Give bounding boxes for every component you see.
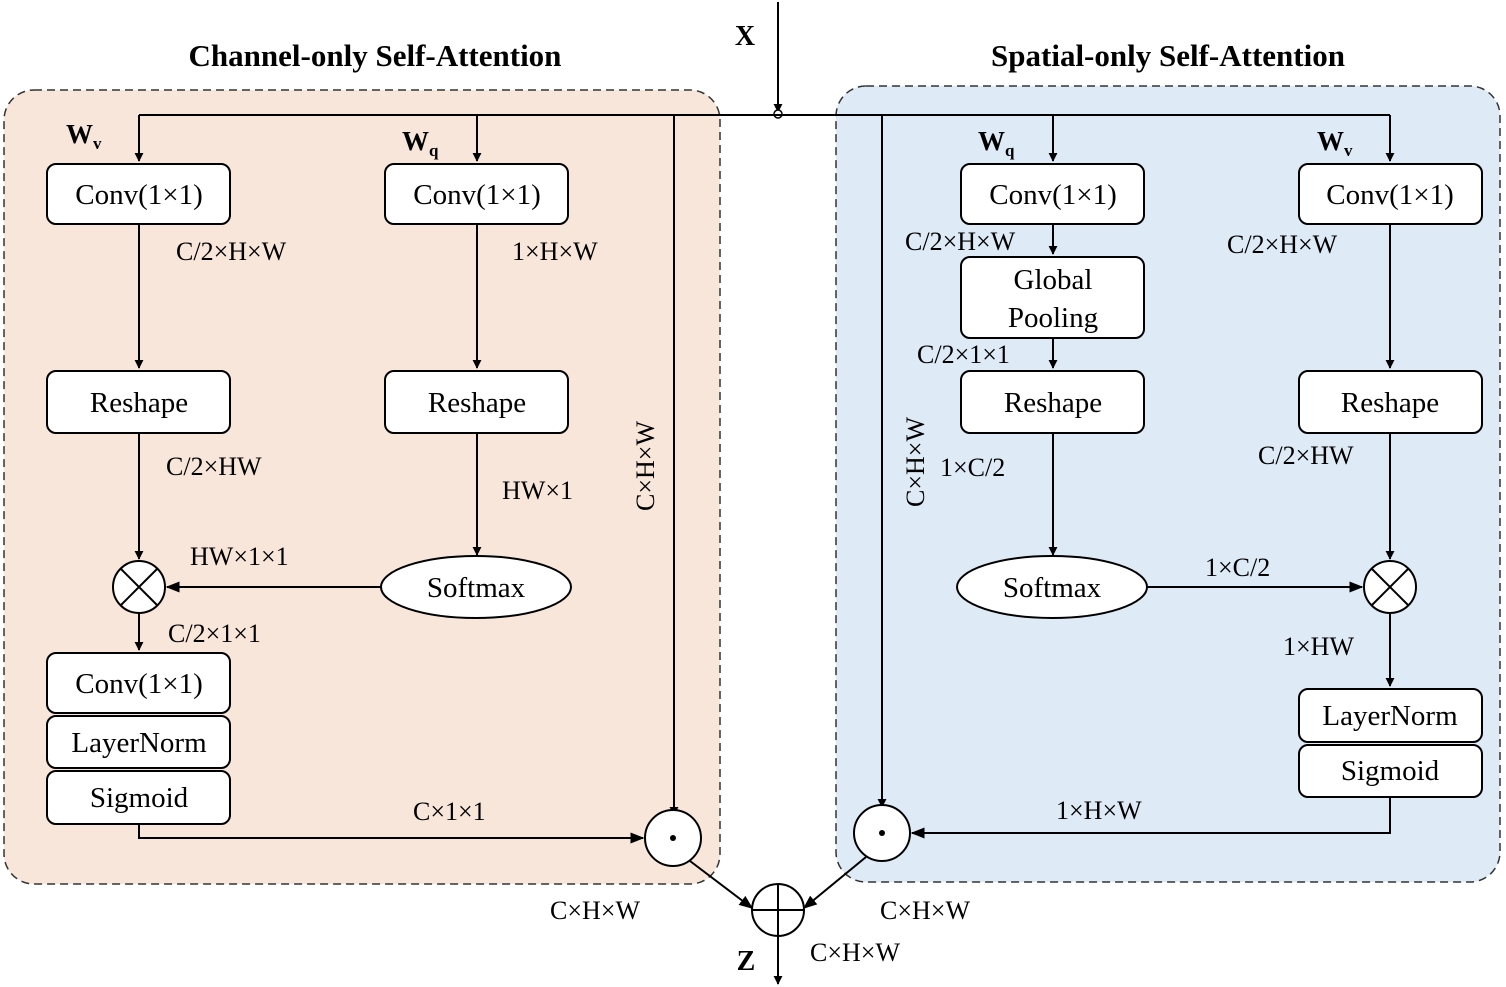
spatial-title: Spatial-only Self-Attention — [991, 38, 1345, 73]
svg-text:Conv(1×1): Conv(1×1) — [1326, 179, 1454, 211]
channel-dim-skip: C×H×W — [631, 421, 660, 511]
output-dim: C×H×W — [810, 938, 900, 967]
channel-wq-label: Wq — [402, 126, 439, 160]
output-label: Z — [737, 946, 756, 977]
channel-dim-v-reshape: C/2×HW — [166, 452, 262, 481]
spatial-dim-softmax-out: 1×C/2 — [1205, 553, 1270, 582]
channel-conv-q: Conv(1×1) — [384, 163, 569, 225]
spatial-dim-v-conv: C/2×H×W — [1227, 230, 1338, 259]
svg-text:Conv(1×1): Conv(1×1) — [75, 668, 203, 700]
spatial-dim-mult-out: 1×HW — [1283, 632, 1354, 661]
channel-dim-branch-out: C×H×W — [550, 896, 640, 925]
spatial-sigmoid-to-dot — [910, 797, 1391, 839]
svg-text:Softmax: Softmax — [1003, 572, 1102, 604]
spatial-multiply-node — [1363, 560, 1417, 614]
channel-softmax: Softmax — [380, 555, 572, 619]
spatial-layernorm: LayerNorm — [1298, 688, 1483, 743]
spatial-softmax: Softmax — [956, 555, 1148, 619]
channel-sigmoid: Sigmoid — [46, 770, 231, 825]
channel-conv-v: Conv(1×1) — [46, 163, 231, 225]
spatial-dot-product-node — [853, 804, 911, 862]
svg-text:Reshape: Reshape — [90, 387, 188, 419]
spatial-reshape-v: Reshape — [1298, 370, 1483, 434]
spatial-dim-pool-out: C/2×1×1 — [917, 340, 1010, 369]
channel-dim-q-conv: 1×H×W — [512, 237, 598, 266]
sum-node — [751, 883, 805, 937]
spatial-wq-label: Wq — [978, 126, 1015, 160]
svg-text:Reshape: Reshape — [1341, 387, 1439, 419]
spatial-wv-label: Wv — [1317, 126, 1353, 160]
spatial-dim-skip: C×H×W — [901, 417, 930, 507]
channel-wv-label: Wv — [66, 119, 102, 153]
channel-multiply-node — [112, 560, 166, 614]
spatial-conv-v: Conv(1×1) — [1298, 163, 1483, 225]
svg-text:Conv(1×1): Conv(1×1) — [413, 179, 541, 211]
spatial-sigmoid: Sigmoid — [1298, 744, 1483, 798]
spatial-dim-q-reshape: 1×C/2 — [940, 453, 1005, 482]
svg-text:Conv(1×1): Conv(1×1) — [989, 179, 1117, 211]
channel-dim-q-reshape: HW×1 — [502, 476, 573, 505]
channel-dim-sigmoid-out: C×1×1 — [413, 797, 486, 826]
svg-text:Reshape: Reshape — [428, 387, 526, 419]
channel-reshape-v: Reshape — [46, 370, 231, 434]
channel-out-to-sum — [689, 860, 754, 909]
spatial-dim-q-conv: C/2×H×W — [905, 227, 1016, 256]
svg-text:Conv(1×1): Conv(1×1) — [75, 179, 203, 211]
channel-conv-out: Conv(1×1) — [46, 652, 231, 714]
channel-dim-softmax-out: HW×1×1 — [190, 542, 289, 571]
svg-text:Softmax: Softmax — [427, 572, 526, 604]
channel-dot-product-node — [644, 809, 702, 867]
spatial-conv-q: Conv(1×1) — [960, 163, 1145, 225]
svg-text:Sigmoid: Sigmoid — [1341, 755, 1440, 787]
spatial-dim-v-reshape: C/2×HW — [1258, 441, 1354, 470]
input-label: X — [735, 21, 755, 52]
channel-sigmoid-to-dot — [138, 824, 645, 844]
spatial-dim-branch-out: C×H×W — [880, 896, 970, 925]
spatial-dim-sigmoid-out: 1×H×W — [1056, 796, 1142, 825]
svg-text:LayerNorm: LayerNorm — [71, 727, 207, 759]
spatial-reshape-q: Reshape — [960, 370, 1145, 434]
svg-text:Reshape: Reshape — [1004, 387, 1102, 419]
channel-layernorm: LayerNorm — [46, 715, 231, 769]
svg-text:LayerNorm: LayerNorm — [1322, 700, 1458, 732]
svg-text:Sigmoid: Sigmoid — [90, 782, 189, 814]
svg-text:Pooling: Pooling — [1008, 302, 1098, 334]
channel-dim-v-conv: C/2×H×W — [176, 237, 287, 266]
channel-dim-mult-out: C/2×1×1 — [168, 619, 261, 648]
spatial-global-pooling: Global Pooling — [960, 256, 1145, 339]
svg-text:Global: Global — [1014, 264, 1093, 296]
spatial-out-to-sum — [802, 856, 867, 909]
channel-reshape-q: Reshape — [384, 370, 569, 434]
channel-title: Channel-only Self-Attention — [189, 38, 562, 73]
